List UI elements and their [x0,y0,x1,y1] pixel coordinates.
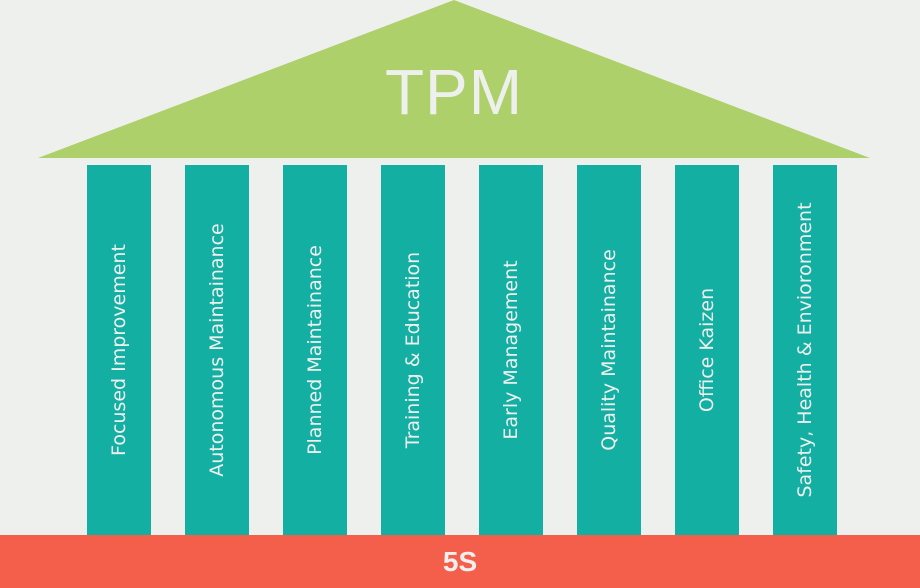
foundation-label: 5S [442,546,478,577]
pillar-focused-improvement: Focused Improvement [87,165,151,535]
pillar-label: Office Kaizen [696,287,718,413]
pillar-label: Quality Maintainance [598,249,620,451]
foundation-5s: 5S [0,535,920,588]
roof-title: TPM [384,56,524,128]
pillar-label: Autonomous Maintainance [206,223,228,477]
pillar-quality-maintenance: Quality Maintainance [577,165,641,535]
pillar-autonomous-maintenance: Autonomous Maintainance [185,165,249,535]
roof-triangle [38,0,870,158]
pillar-label: Early Management [500,260,522,440]
pillar-label: Planned Maintainance [304,245,326,455]
pillar-early-management: Early Management [479,165,543,535]
pillar-label: Focused Improvement [108,244,130,456]
pillar-office-kaizen: Office Kaizen [675,165,739,535]
pillar-planned-maintenance: Planned Maintainance [283,165,347,535]
pillar-training-education: Training & Education [381,165,445,535]
pillar-label: Safety, Health & Envioronment [794,202,816,498]
pillar-label: Training & Education [402,251,424,449]
pillar-safety-health-environment: Safety, Health & Envioronment [773,165,837,535]
